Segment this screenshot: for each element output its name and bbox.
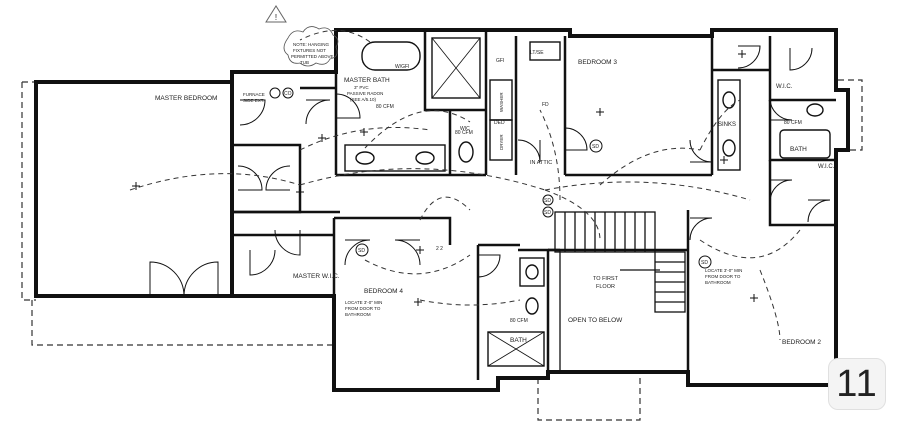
room-label-bath-right: BATH [790, 146, 807, 153]
right-vanity [717, 79, 741, 171]
label-dryer: DRYER [499, 134, 504, 150]
master-vanity [344, 144, 446, 172]
warning-triangle-icon: ! [265, 5, 287, 23]
label-cfm-right: 80 CFM [784, 120, 802, 126]
room-label-furnace-1: FURNACE [243, 92, 265, 97]
room-label-wic-mid: W.I.C. [818, 164, 835, 170]
room-label-sinks: SINKS [718, 122, 736, 128]
label-cfm-small: 80 CFM [510, 318, 528, 324]
note-locate-b2-2: FROM DOOR TO [705, 274, 741, 279]
room-label-open-to-below: OPEN TO BELOW [568, 317, 623, 324]
room-label-bedroom-4: BEDROOM 4 [364, 288, 403, 295]
smoke-detectors [269, 87, 712, 269]
laundry-sink [529, 41, 561, 61]
hall-vanity [519, 257, 545, 287]
room-label-master-bedroom: MASTER BEDROOM [155, 95, 217, 102]
master-shower [431, 37, 481, 99]
room-label-bath-small: BATH [510, 337, 527, 344]
label-ltse: LT/SE [530, 50, 544, 56]
room-label-attic: IN ATTIC [530, 160, 552, 166]
exterior-walls [34, 28, 850, 392]
note-fan-3: (SEE A/5.10) [350, 97, 377, 102]
label-washer: WASHER [499, 92, 504, 112]
label-sd-1: SD [592, 144, 599, 150]
label-cfm-master: 80 CFM [376, 104, 394, 110]
light-fixtures [132, 50, 758, 306]
label-sd-3: SD [701, 260, 708, 266]
right-toilet [806, 103, 824, 117]
label-wic: WIC [460, 126, 470, 132]
master-tub [361, 41, 421, 71]
stair [554, 211, 686, 372]
label-sd-2: SD [544, 198, 551, 204]
note-locate-b2-3: BATHROOM [705, 280, 731, 285]
label-sd-5: SD [544, 210, 551, 216]
room-label-bedroom-2: BEDROOM 2 [782, 339, 821, 346]
hall-toilet [525, 297, 539, 315]
note-locate-b4-1: LOCATE 3'-0" MIN [345, 300, 382, 305]
note-locate-b4-2: FROM DOOR TO [345, 306, 381, 311]
label-ded: DED [494, 120, 505, 126]
plumbing-fixtures [344, 37, 831, 367]
label-wgfi: W/GFI [395, 64, 409, 70]
note-hanging-3: PERMITTED ABOVE [291, 54, 334, 59]
right-tub [779, 129, 831, 159]
note-locate-b2-1: LOCATE 3'-0" MIN [705, 268, 742, 273]
page-number: 11 [836, 362, 878, 405]
label-fd: FD [542, 102, 549, 108]
label-gfi: GFI [496, 58, 504, 64]
label-co: CO [284, 91, 292, 97]
label-22: 2 2 [436, 246, 443, 252]
room-label-to-first-2: FLOOR [596, 284, 615, 290]
note-locate-b4-3: BATHROOM [345, 312, 371, 317]
note-hanging-4: TUB [300, 60, 309, 65]
note-fan-1: 3" PVC [354, 85, 369, 90]
hall-shower [487, 331, 545, 367]
door-swings [149, 45, 831, 297]
svg-text:!: ! [275, 13, 277, 22]
dryer-box [489, 119, 513, 161]
label-sd-4: SD [358, 248, 365, 254]
room-label-to-first-1: TO FIRST [593, 276, 619, 282]
electrical-wiring [129, 30, 801, 341]
room-label-furnace-2: SIDE EXT. [243, 98, 264, 103]
note-hanging-1: NOTE: HANGING [293, 42, 330, 47]
room-label-bedroom-3: BEDROOM 3 [578, 59, 617, 66]
master-toilet [458, 141, 474, 163]
note-hanging-2: FIXTURES NOT [293, 48, 326, 53]
label-cfm-bath: 80 CFM [455, 130, 473, 136]
note-fan-2: PASSIVE RADON [347, 91, 383, 96]
room-label-wic-top: W.I.C. [776, 84, 793, 90]
room-label-master-wic: MASTER W.I.C. [293, 273, 340, 280]
revision-cloud [283, 26, 339, 67]
room-label-master-bath: MASTER BATH [344, 77, 390, 84]
page-number-badge: 11 [828, 358, 886, 410]
